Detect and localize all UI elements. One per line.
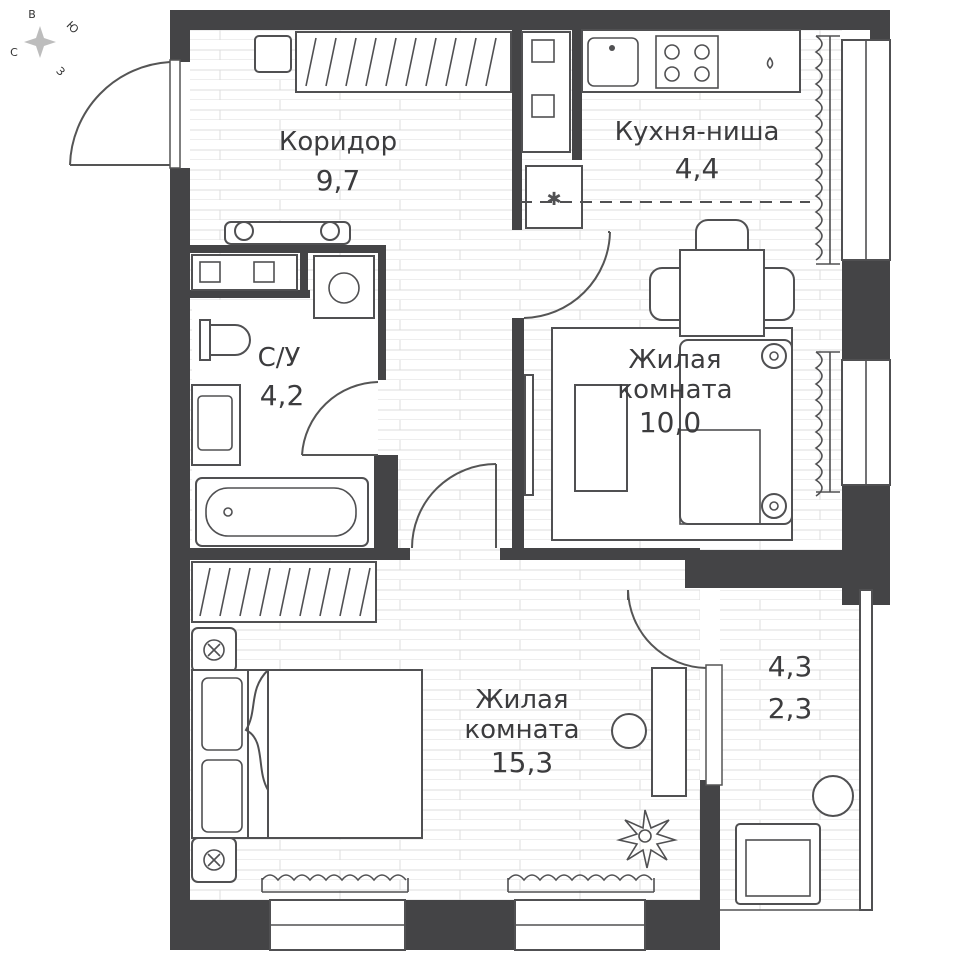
hob (655, 35, 719, 89)
coffee-table (574, 384, 628, 492)
interior-doors (301, 231, 723, 786)
door-bathroom (301, 381, 379, 456)
toilet-bowl (209, 324, 251, 356)
living-small-label-1: Жилая (628, 345, 721, 375)
shoe-bench (224, 221, 351, 245)
kitchen-furniture (520, 29, 810, 203)
kitchen-label: Кухня-ниша (615, 117, 780, 147)
chair-top (695, 219, 749, 251)
wardrobe-corridor (295, 31, 512, 93)
balcony-furniture (735, 775, 854, 905)
living-big-area: 15,3 (491, 746, 553, 779)
balcony-table (812, 775, 854, 817)
compass-south: С (10, 46, 18, 59)
pouf (254, 35, 292, 73)
bedroom-furniture (191, 561, 687, 883)
room-labels: Коридор 9,7 Кухня-ниша 4,4 С/У 4,2 Жилая… (258, 117, 813, 779)
chair-left (649, 267, 681, 321)
curtains (261, 35, 840, 893)
door-living-small (523, 231, 611, 319)
bedroom-stool (611, 713, 647, 749)
balcony-glazing (859, 589, 873, 911)
kitchen-column (521, 31, 571, 153)
living-small-label-2: комната (617, 375, 732, 405)
compass-rose: В Ю С З (10, 8, 81, 79)
bathroom-fixtures (191, 254, 375, 547)
bathroom-label: С/У (258, 343, 301, 373)
balcony-area-2: 2,3 (768, 692, 813, 725)
tv-stand (524, 374, 534, 496)
compass-icon (24, 26, 56, 58)
bathtub (195, 477, 369, 547)
wardrobe-bedroom (191, 561, 377, 623)
walls (170, 10, 890, 950)
compass-west: З (53, 64, 67, 78)
kitchen-area: 4,4 (675, 152, 720, 185)
toilet-tank (199, 319, 211, 361)
washing-machine (313, 255, 375, 319)
bedroom-dresser (651, 667, 687, 797)
kitchen-counter (581, 29, 801, 93)
kitchen-sink (587, 37, 639, 87)
balcony-armchair (735, 823, 821, 905)
bathroom-area: 4,2 (260, 379, 305, 412)
balcony-area-1: 4,3 (768, 650, 813, 683)
living-small-furniture (524, 219, 795, 541)
corridor-label: Коридор (279, 127, 397, 157)
living-small-area: 10,0 (639, 406, 701, 439)
windows (269, 39, 891, 951)
door-balcony (627, 589, 707, 669)
living-big-label-2: комната (464, 715, 579, 745)
compass-north: Ю (64, 19, 82, 37)
plant-icon (616, 809, 678, 869)
compass-east: В (28, 8, 36, 21)
corridor-furniture: ✱ (224, 31, 583, 245)
double-bed (191, 669, 423, 839)
door-bedroom (411, 463, 497, 549)
living-big-label-1: Жилая (475, 685, 568, 715)
dining-table (679, 249, 765, 337)
chair-right (763, 267, 795, 321)
entry-door (69, 59, 181, 169)
svg-text:✱: ✱ (546, 189, 561, 210)
fridge (525, 165, 583, 229)
bathroom-cabinet (191, 254, 298, 291)
corridor-area: 9,7 (316, 164, 361, 197)
